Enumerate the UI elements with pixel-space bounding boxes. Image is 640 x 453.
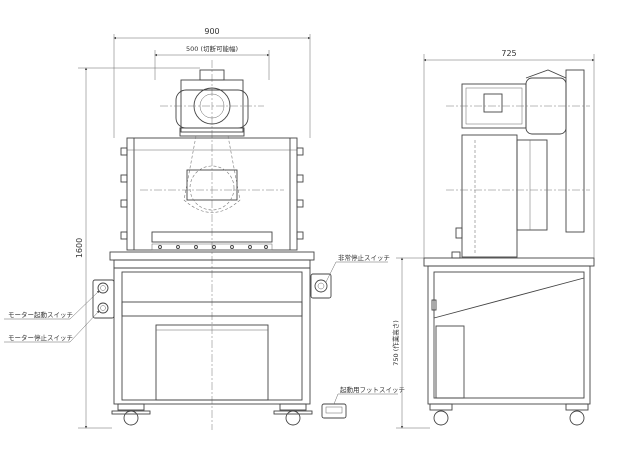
callout-emergency-stop: 非常停止スイッチ	[325, 253, 390, 283]
dim-500-label: 500 (切断可能幅)	[186, 44, 238, 53]
motor-start-label: モーター起動スイッチ	[8, 310, 73, 319]
side-base-cabinet	[423, 257, 595, 426]
front-base-cabinet	[109, 251, 315, 426]
foot-switch-label: 起動用フットスイッチ	[340, 385, 405, 394]
foot-switch	[321, 403, 347, 419]
emergency-stop-panel	[310, 273, 332, 299]
emergency-stop-label: 非常停止スイッチ	[338, 253, 390, 262]
dim-work-height: 750 (作業高さ)	[391, 257, 430, 429]
dim-overall-height: 1600	[75, 67, 200, 429]
dim-side-depth: 725	[423, 49, 595, 258]
dim-1600-label: 1600	[75, 238, 84, 258]
guide-bolts	[158, 245, 268, 249]
motor-switch-panel	[92, 279, 115, 319]
callout-motor-start: モーター起動スイッチ	[4, 290, 100, 320]
dim-cutting-width: 500 (切断可能幅)	[154, 44, 270, 80]
front-motor	[160, 69, 264, 137]
dim-750-label: 750 (作業高さ)	[391, 320, 400, 366]
front-casters	[111, 403, 313, 426]
dim-725-label: 725	[501, 49, 516, 58]
side-column	[446, 134, 590, 259]
front-upper-cover	[120, 135, 304, 251]
callout-foot-switch: 起動用フットスイッチ	[333, 385, 405, 405]
dim-900-label: 900	[204, 27, 219, 36]
motor-stop-label: モーター停止スイッチ	[8, 333, 73, 342]
side-motor	[446, 69, 590, 233]
side-casters	[429, 403, 589, 426]
callout-motor-stop: モーター停止スイッチ	[4, 310, 100, 343]
side-view: 725 750 (作業高さ)	[391, 49, 595, 429]
front-view: 900 500 (切断可能幅) 1600 モーター起動スイッチ モーター停止スイ…	[4, 27, 405, 430]
dim-overall-width: 900	[113, 27, 311, 138]
